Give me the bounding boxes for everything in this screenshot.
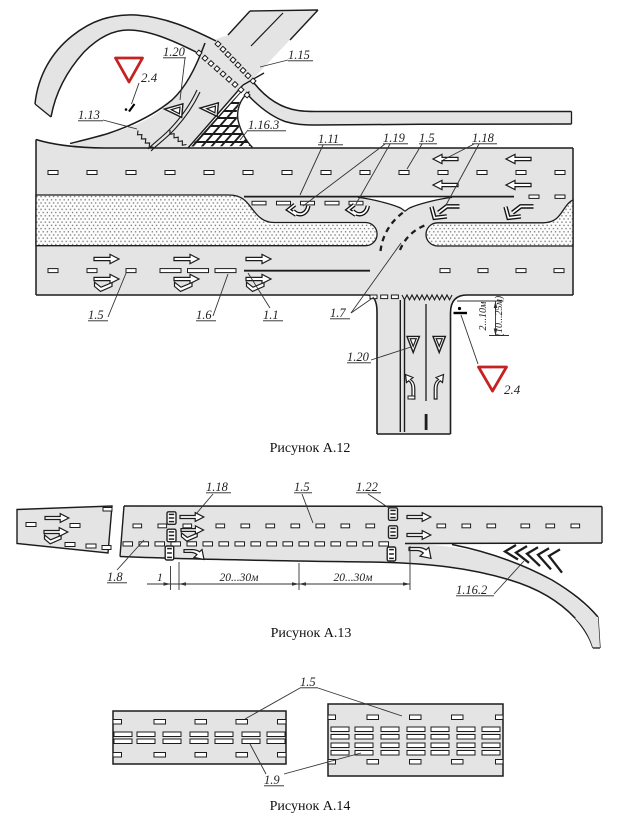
- svg-text:1.5: 1.5: [419, 131, 435, 145]
- svg-text:Рисунок А.12: Рисунок А.12: [270, 441, 351, 456]
- svg-text:1.19: 1.19: [383, 131, 406, 145]
- svg-text:2...10м: 2...10м: [478, 301, 489, 331]
- svg-text:1: 1: [157, 572, 163, 584]
- svg-text:Рисунок А.14: Рисунок А.14: [270, 799, 351, 814]
- svg-text:1.11: 1.11: [318, 132, 339, 146]
- svg-text:1.8: 1.8: [107, 570, 123, 584]
- svg-text:1.7: 1.7: [330, 306, 346, 320]
- svg-text:1.18: 1.18: [472, 131, 495, 145]
- svg-text:2.4: 2.4: [504, 382, 521, 397]
- svg-text:1.22: 1.22: [356, 480, 378, 494]
- svg-text:2.4: 2.4: [141, 70, 158, 85]
- svg-text:20...30м: 20...30м: [334, 572, 374, 584]
- svg-text:1.9: 1.9: [264, 773, 280, 787]
- svg-text:1.5: 1.5: [88, 308, 104, 322]
- svg-text:1.18: 1.18: [206, 480, 229, 494]
- svg-text:Рисунок А.13: Рисунок А.13: [271, 626, 352, 641]
- svg-text:1.15: 1.15: [288, 48, 310, 62]
- svg-text:1.16.2: 1.16.2: [456, 583, 487, 597]
- svg-text:1.5: 1.5: [300, 675, 316, 689]
- svg-text:1.20: 1.20: [347, 350, 370, 364]
- svg-text:1.6: 1.6: [196, 308, 212, 322]
- svg-text:1.5: 1.5: [294, 480, 310, 494]
- svg-text:1.1: 1.1: [263, 308, 279, 322]
- svg-text:1.16.3: 1.16.3: [248, 118, 279, 132]
- svg-text:1.13: 1.13: [78, 108, 100, 122]
- svg-text:(10...25м): (10...25м): [494, 295, 505, 336]
- svg-text:1.20: 1.20: [163, 45, 186, 59]
- svg-text:20...30м: 20...30м: [220, 572, 260, 584]
